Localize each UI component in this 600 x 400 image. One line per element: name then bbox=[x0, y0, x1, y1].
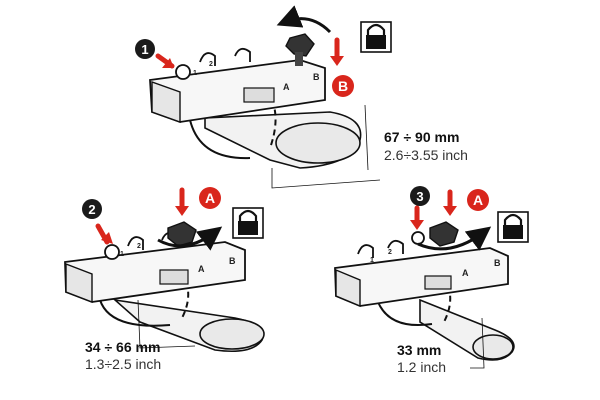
part-a-label: A bbox=[198, 264, 205, 274]
part-b-label: B bbox=[494, 258, 501, 268]
foot-body-side bbox=[335, 268, 361, 308]
slot-1-label: 1 bbox=[193, 70, 197, 77]
range-inch: 1.3÷2.5 inch bbox=[85, 356, 161, 372]
foot-body-side bbox=[65, 262, 93, 304]
dimension-line-end bbox=[364, 104, 369, 171]
slot-2-label: 2 bbox=[209, 61, 213, 68]
slot-2-label: 2 bbox=[137, 243, 141, 250]
dimension-line bbox=[470, 317, 485, 369]
part-a-label: A bbox=[283, 82, 290, 92]
step-2-panel: 2 A A B 1 2 34 ÷ 66 mm 1.3÷2.5 inch bbox=[64, 187, 265, 372]
action-badge bbox=[467, 189, 489, 211]
part-b-label: B bbox=[313, 72, 320, 82]
locking-knob bbox=[429, 221, 459, 247]
dimension-line bbox=[271, 168, 381, 189]
range-mm: 67 ÷ 90 mm bbox=[384, 129, 459, 145]
part-b-label: B bbox=[229, 256, 236, 266]
clamp-hooks bbox=[357, 239, 404, 258]
step-1-panel: 1 B A B 1 2 67 ÷ 90 mm 2.6÷3.55 inch bbox=[135, 5, 468, 189]
dimension-line bbox=[137, 299, 196, 349]
step-number: 2 bbox=[88, 202, 95, 217]
slot-1-label: 1 bbox=[120, 251, 124, 258]
press-arrow-head bbox=[443, 206, 457, 216]
range-inch: 1.2 inch bbox=[397, 359, 446, 375]
crossbar-end bbox=[472, 334, 514, 360]
mounting-strap bbox=[189, 119, 251, 160]
action-label: A bbox=[205, 190, 215, 206]
foot-body-side bbox=[151, 81, 181, 123]
step-number-badge bbox=[82, 199, 102, 219]
slot-2-label: 2 bbox=[388, 249, 392, 256]
action-badge bbox=[332, 75, 354, 97]
adjust-knob bbox=[411, 231, 425, 245]
action-label: B bbox=[338, 78, 348, 94]
part-a-label: A bbox=[462, 268, 469, 278]
foot-body bbox=[334, 247, 509, 307]
foot-body-window bbox=[243, 87, 275, 103]
rotation-arrow-icon bbox=[417, 226, 492, 251]
step-number: 1 bbox=[141, 42, 148, 57]
step-number: 3 bbox=[416, 189, 423, 204]
rotation-arrow-icon bbox=[157, 226, 223, 251]
range-mm: 33 mm bbox=[397, 342, 441, 358]
range-inch: 2.6÷3.55 inch bbox=[384, 147, 468, 163]
press-arrow-head bbox=[175, 206, 189, 216]
push-arrow-head bbox=[162, 58, 174, 68]
locking-knob bbox=[167, 221, 197, 247]
action-badge bbox=[199, 187, 221, 209]
step-3-panel: 3 A A B 1 2 33 mm 1.2 inch bbox=[334, 186, 529, 375]
press-arrow-head bbox=[330, 56, 344, 66]
adjust-knob bbox=[175, 64, 191, 80]
foot-body-window bbox=[424, 275, 452, 290]
locking-knob bbox=[285, 33, 315, 57]
padlock-icon bbox=[360, 21, 392, 53]
crossbar-end bbox=[199, 318, 265, 350]
range-mm: 34 ÷ 66 mm bbox=[85, 339, 160, 355]
push-arrow-head bbox=[101, 232, 113, 244]
foot-body-window bbox=[159, 269, 189, 285]
slot-1-label: 1 bbox=[370, 257, 374, 264]
mounting-strap bbox=[377, 301, 433, 326]
step-number-badge bbox=[410, 186, 430, 206]
padlock-icon bbox=[497, 211, 529, 243]
push-arrow-head bbox=[410, 220, 424, 230]
step-number-badge bbox=[135, 39, 155, 59]
adjust-knob bbox=[104, 244, 120, 260]
padlock-icon bbox=[232, 207, 264, 239]
locking-knob-stem bbox=[295, 52, 303, 66]
mounting-strap bbox=[99, 299, 171, 327]
rotation-arrow-icon bbox=[276, 5, 332, 34]
action-label: A bbox=[473, 192, 483, 208]
crossbar-end bbox=[275, 122, 361, 164]
clamp-hooks bbox=[199, 47, 251, 66]
